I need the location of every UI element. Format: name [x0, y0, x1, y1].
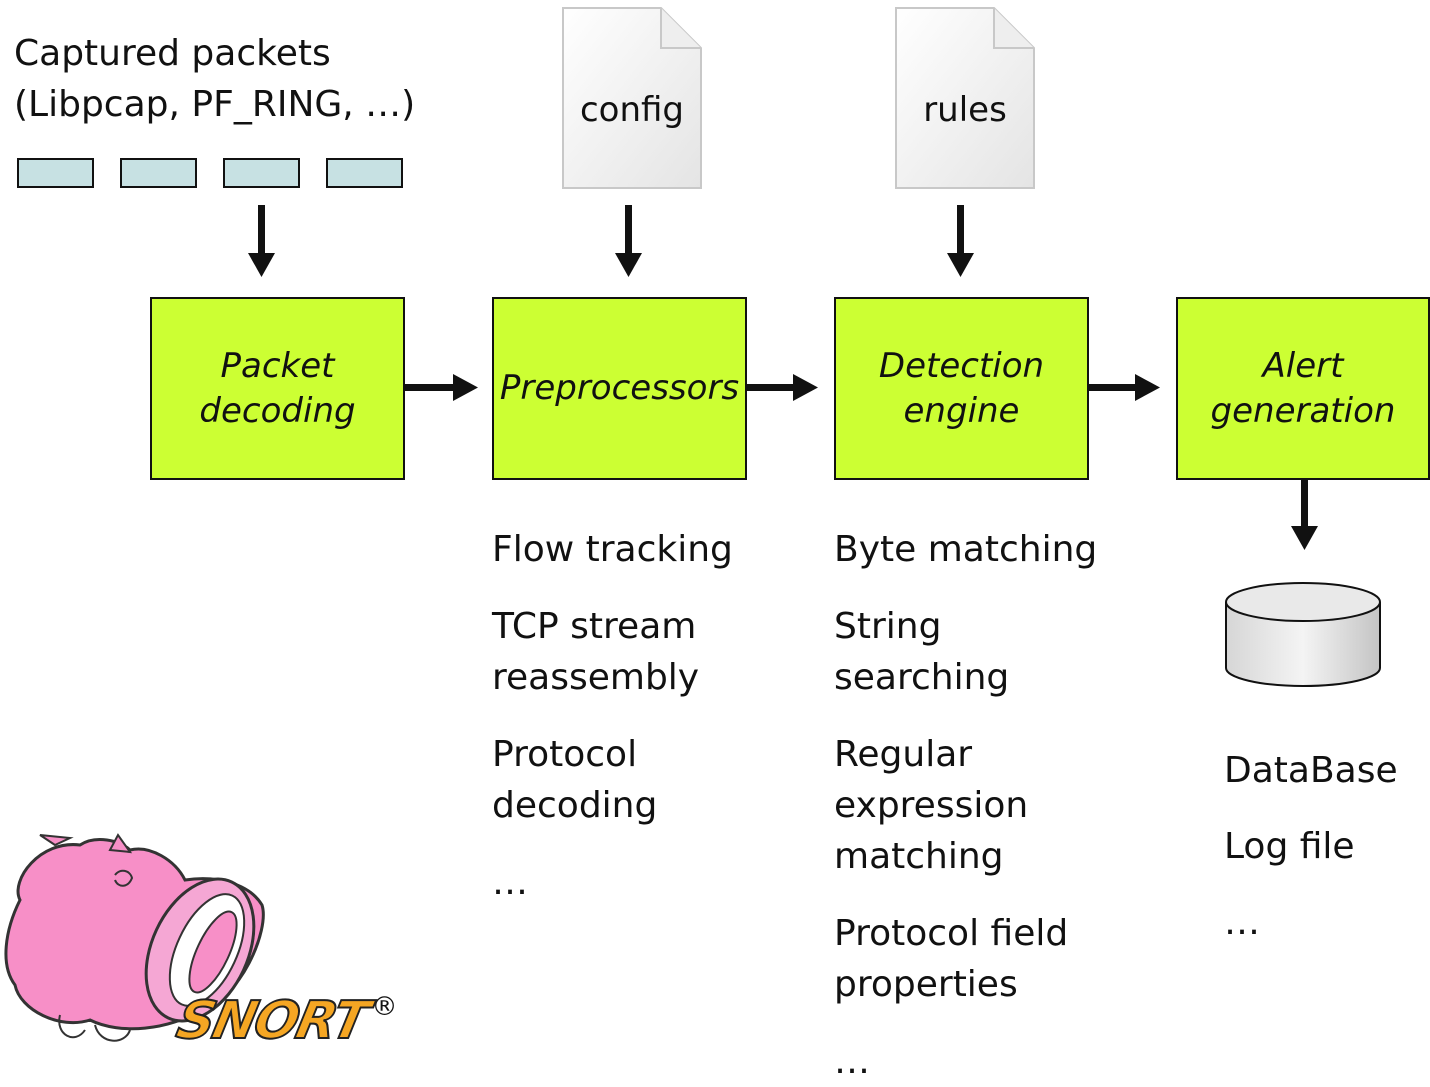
stage-label: Packet	[220, 345, 335, 386]
stage-alert-generation: Alert generation	[1176, 297, 1430, 480]
arrow-right-icon	[747, 374, 818, 401]
captured-packets-sources: (Libpcap, PF_RING, …)	[14, 84, 416, 125]
feature-line: Protocol field	[834, 913, 1069, 954]
feature-line: TCP stream	[492, 606, 697, 647]
captured-packets-title: Captured packets	[14, 33, 331, 74]
rules-file: rules	[894, 6, 1036, 190]
feature-item: Flow tracking	[492, 524, 733, 575]
feature-item: String searching	[834, 601, 1097, 703]
feature-item: Protocol field properties	[834, 908, 1097, 1010]
packet	[120, 158, 197, 188]
config-label: config	[579, 90, 685, 130]
feature-line: matching	[834, 836, 1004, 877]
packet	[326, 158, 403, 188]
arrow-down-icon	[615, 205, 642, 277]
feature-line: Flow tracking	[492, 529, 733, 570]
feature-item: …	[834, 1036, 1097, 1087]
arrow-right-icon	[405, 374, 478, 401]
stage-label: decoding	[199, 390, 356, 431]
feature-line: Protocol	[492, 734, 638, 775]
feature-item: Protocol decoding	[492, 729, 733, 831]
stage-label: Detection	[878, 345, 1045, 386]
packet	[223, 158, 300, 188]
rules-label: rules	[923, 90, 1007, 130]
feature-line: Byte matching	[834, 529, 1098, 570]
document-icon	[895, 7, 1035, 189]
output-targets: DataBase Log file …	[1224, 745, 1398, 948]
captured-packets-label: Captured packets (Libpcap, PF_RING, …)	[14, 28, 415, 130]
feature-line: expression	[834, 785, 1029, 826]
preprocessor-features: Flow tracking TCP stream reassembly Prot…	[492, 524, 733, 908]
packet	[17, 158, 94, 188]
document-icon	[562, 7, 702, 189]
config-file: config	[561, 6, 703, 190]
stage-preprocessors: Preprocessors	[492, 297, 747, 480]
stage-label: Alert	[1262, 345, 1344, 386]
feature-line: searching	[834, 657, 1010, 698]
feature-line: …	[492, 862, 528, 903]
snort-logo-text: SNORT ®	[171, 990, 398, 1052]
feature-line: String	[834, 606, 942, 647]
stage-detection-engine: Detection engine	[834, 297, 1089, 480]
output-log-file: Log file	[1224, 826, 1355, 867]
arrow-down-icon	[1291, 480, 1318, 550]
feature-item: Regular expression matching	[834, 729, 1097, 882]
snort-wordmark: SNORT	[171, 990, 374, 1052]
stage-packet-decoding: Packet decoding	[150, 297, 405, 480]
output-more: …	[1224, 902, 1260, 943]
stage-label: engine	[903, 390, 1020, 431]
arrow-right-icon	[1089, 374, 1160, 401]
output-database: DataBase	[1224, 750, 1398, 791]
feature-item: …	[492, 857, 733, 908]
feature-item: Byte matching	[834, 524, 1097, 575]
feature-line: properties	[834, 964, 1018, 1005]
feature-line: Regular	[834, 734, 973, 775]
stage-label: generation	[1210, 390, 1396, 431]
feature-line: …	[834, 1041, 870, 1082]
snort-pig-icon	[4, 833, 265, 1042]
detection-features: Byte matching String searching Regular e…	[834, 524, 1097, 1087]
arrow-down-icon	[248, 205, 275, 277]
feature-line: decoding	[492, 785, 658, 826]
stage-label: Preprocessors	[499, 368, 740, 408]
registered-mark: ®	[371, 992, 398, 1022]
arrow-down-icon	[947, 205, 974, 277]
feature-line: reassembly	[492, 657, 700, 698]
feature-item: TCP stream reassembly	[492, 601, 733, 703]
database-icon	[1225, 582, 1381, 687]
